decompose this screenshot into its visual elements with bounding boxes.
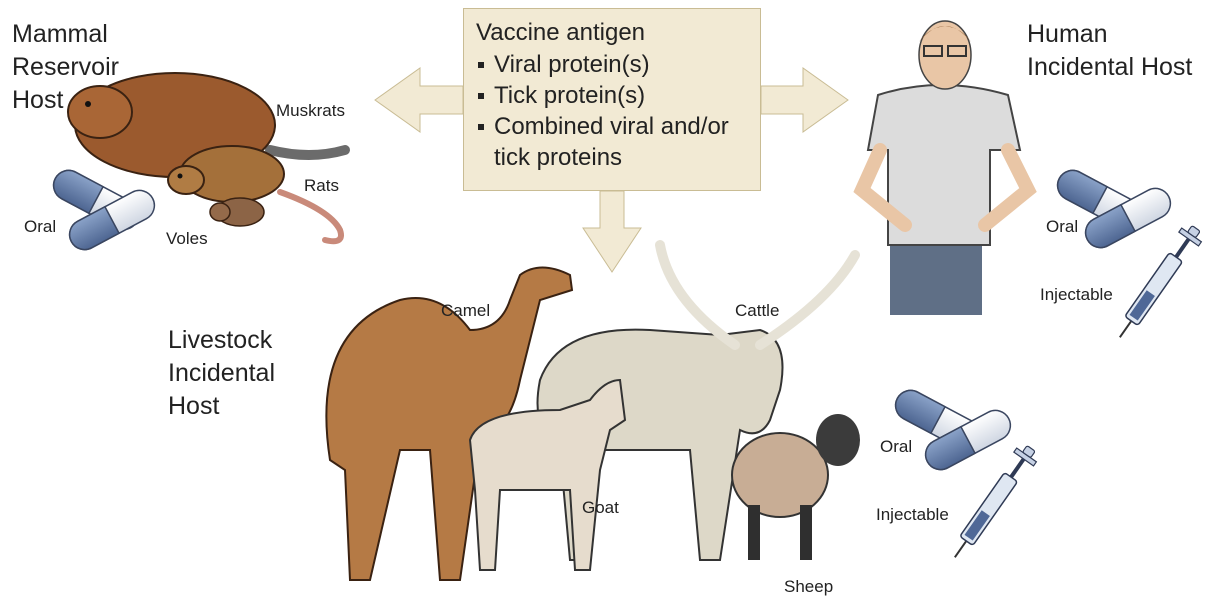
label-voles: Voles [166,229,208,249]
human-illustration [862,21,1028,315]
livestock-title-line3: Host [168,390,275,423]
label-cattle: Cattle [735,301,779,321]
label-injectable-human: Injectable [1040,285,1113,305]
arrow-left [375,68,463,132]
label-muskrats: Muskrats [276,101,345,121]
livestock-title-line2: Incidental [168,357,275,390]
livestock-title-line1: Livestock [168,324,275,357]
vaccine-antigen-box: Vaccine antigen Viral protein(s) Tick pr… [463,8,761,191]
label-camel: Camel [441,301,490,321]
mammal-title-line2: Reservoir [12,51,119,84]
antigen-list: Viral protein(s) Tick protein(s) Combine… [476,49,750,173]
antigen-item-viral: Viral protein(s) [476,49,750,80]
capsule-icon [1052,165,1175,253]
label-goat: Goat [582,498,619,518]
sheep-illustration [732,414,860,560]
arrow-down [583,191,641,272]
vaccine-antigen-heading: Vaccine antigen [476,17,750,49]
label-oral-mammal: Oral [24,217,56,237]
human-title-line2: Incidental Host [1027,51,1192,84]
human-title: Human Incidental Host [1027,18,1192,84]
antigen-item-combined: Combined viral and/or tick proteins [476,111,750,173]
label-oral-human: Oral [1046,217,1078,237]
label-sheep: Sheep [784,577,833,597]
livestock-title: Livestock Incidental Host [168,324,275,423]
mammal-title: Mammal Reservoir Host [12,18,119,117]
mammal-title-line3: Host [12,84,119,117]
syringe-icon [1110,222,1206,345]
label-oral-livestock: Oral [880,437,912,457]
label-injectable-livestock: Injectable [876,505,949,525]
antigen-item-tick: Tick protein(s) [476,80,750,111]
label-rats: Rats [304,176,339,196]
vole-illustration [210,198,264,226]
human-title-line1: Human [1027,18,1192,51]
capsule-icon [890,385,1015,475]
mammal-title-line1: Mammal [12,18,119,51]
arrow-right [761,68,848,132]
capsule-icon [48,165,159,255]
